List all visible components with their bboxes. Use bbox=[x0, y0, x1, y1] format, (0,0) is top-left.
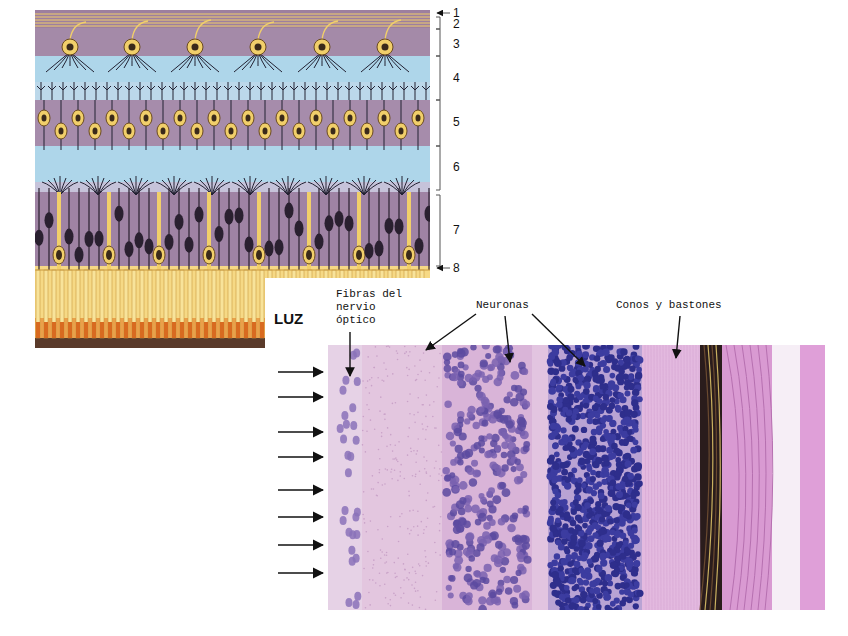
layer-label: Fibras del nervio óptico bbox=[336, 288, 408, 327]
leader-arrows bbox=[350, 314, 680, 376]
layer-label: Neuronas bbox=[476, 299, 529, 312]
light-label: LUZ bbox=[274, 310, 303, 328]
callout-number: 2 bbox=[453, 17, 460, 31]
layer-brackets bbox=[436, 13, 450, 268]
layer-label: Conos y bastones bbox=[616, 299, 722, 312]
callout-number: 7 bbox=[453, 223, 460, 237]
micrograph-panel bbox=[265, 278, 826, 614]
callout-number: 6 bbox=[453, 160, 460, 174]
callout-number: 8 bbox=[453, 261, 460, 275]
layer-drawing bbox=[35, 10, 430, 348]
callout-number: 4 bbox=[453, 71, 460, 85]
callout-number: 3 bbox=[453, 37, 460, 51]
light-arrows bbox=[278, 372, 323, 573]
callout-number: 5 bbox=[453, 115, 460, 129]
